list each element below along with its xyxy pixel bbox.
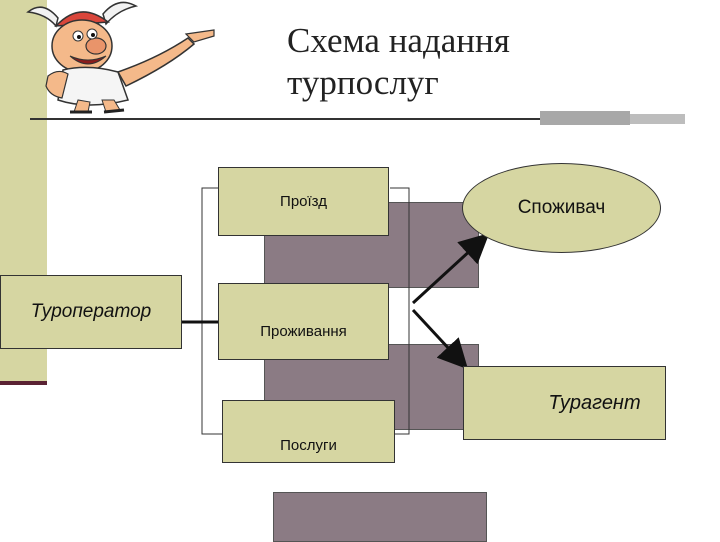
title-line-2: турпослуг <box>287 63 439 102</box>
accommodation-label: Проживання <box>260 323 347 340</box>
title-underline-block <box>540 111 630 125</box>
bracket-right <box>390 187 410 435</box>
services-label: Послуги <box>280 437 337 454</box>
title-underline-block <box>630 114 685 124</box>
bracket-left <box>201 187 223 435</box>
title-underline <box>30 118 682 120</box>
arrow-to-agent <box>411 308 469 370</box>
consumer-label: Споживач <box>517 197 606 218</box>
tour-operator-box: Туроператор <box>0 275 182 349</box>
services-box: Послуги <box>222 400 395 463</box>
tour-operator-label: Туроператор <box>30 301 152 322</box>
travel-agent-box: Турагент <box>463 366 666 440</box>
slide-title: Схема надання турпослуг <box>287 20 647 104</box>
travel-agent-label: Турагент <box>548 391 641 414</box>
travel-box: Проїзд <box>218 167 389 236</box>
left-decor-accent <box>0 381 47 385</box>
arrow-to-consumer <box>411 232 490 305</box>
shadow-block <box>273 492 487 542</box>
consumer-ellipse: Споживач <box>462 163 661 253</box>
accommodation-box: Проживання <box>218 283 389 360</box>
title-line-1: Схема надання <box>287 21 510 60</box>
travel-label: Проїзд <box>280 193 327 210</box>
cartoon-character-pointing-icon <box>26 1 215 114</box>
